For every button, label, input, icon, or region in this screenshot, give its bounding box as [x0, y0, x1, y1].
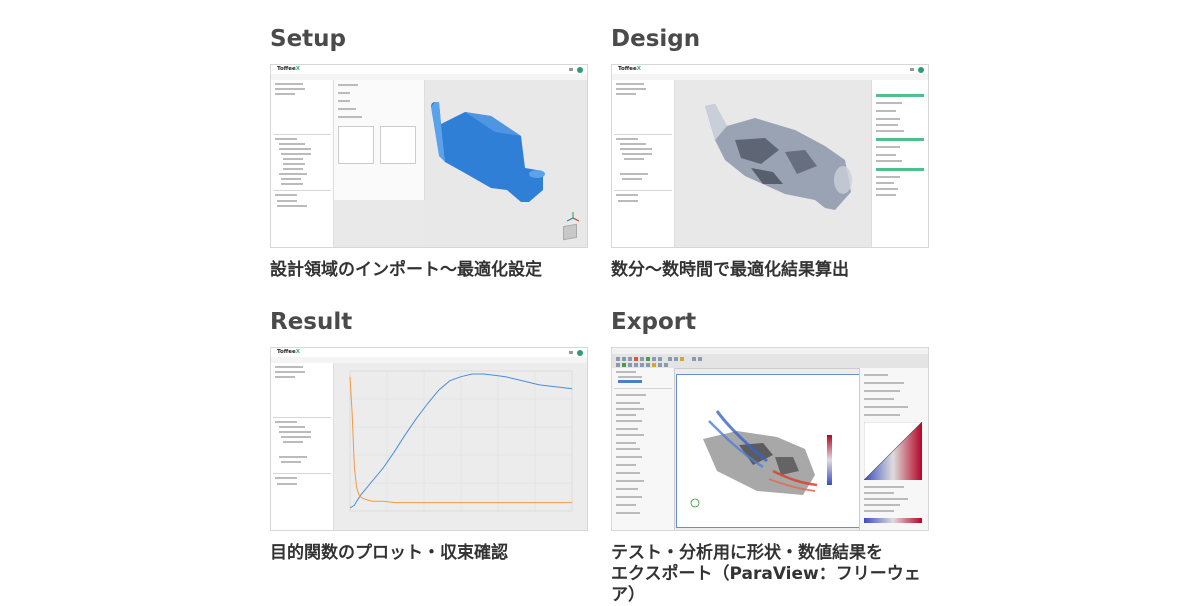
series-line-2	[349, 376, 572, 504]
avatar[interactable]	[918, 66, 924, 73]
render-view[interactable]	[676, 374, 860, 528]
toolbar-icon[interactable]	[569, 351, 573, 354]
screenshot-result[interactable]: ToffeeX	[270, 347, 588, 531]
tab-bar[interactable]	[271, 74, 587, 80]
toolbar-icon[interactable]	[569, 68, 573, 71]
tab-bar[interactable]	[612, 74, 928, 80]
caption-export-line1: テスト・分析用に形状・数値結果を	[611, 543, 883, 563]
view-cube[interactable]	[563, 223, 577, 241]
sidebar-tree[interactable]	[612, 80, 675, 247]
panel-title-setup: Setup	[270, 26, 346, 52]
panel-setup: Setup ToffeeX	[270, 26, 588, 281]
panel-design: Design ToffeeX	[611, 26, 929, 281]
panel-title-design: Design	[611, 26, 701, 52]
caption-setup: 設計領域のインポート〜最適化設定	[270, 260, 542, 280]
color-legend	[827, 435, 832, 485]
paraview-toolbar[interactable]	[612, 354, 928, 369]
caption-export-line2: エクスポート（ParaView：フリーウェア）	[611, 564, 921, 605]
caption-export: テスト・分析用に形状・数値結果を エクスポート（ParaView：フリーウェア）	[611, 543, 929, 606]
avatar[interactable]	[577, 66, 583, 73]
panel-title-export: Export	[611, 309, 697, 335]
panel-result: Result ToffeeX	[270, 309, 588, 564]
model-grey-3d	[705, 104, 852, 210]
toolbar-icon[interactable]	[910, 68, 914, 71]
avatar[interactable]	[577, 349, 583, 356]
color-map-editor[interactable]	[859, 368, 928, 530]
flow-visualization	[690, 410, 832, 508]
sidebar-tree[interactable]	[271, 80, 334, 247]
screenshot-setup[interactable]: ToffeeX	[270, 64, 588, 248]
panel-title-result: Result	[270, 309, 353, 335]
app-logo: ToffeeX	[277, 349, 300, 355]
app-logo: ToffeeX	[277, 66, 300, 72]
app-logo: ToffeeX	[618, 66, 641, 72]
design-settings-panel[interactable]	[871, 80, 928, 247]
model-viewport[interactable]	[675, 80, 872, 247]
transfer-function-plot	[864, 422, 922, 480]
series-line-1	[349, 373, 573, 509]
screenshot-export[interactable]	[611, 347, 929, 531]
tab-bar[interactable]	[271, 357, 587, 363]
model-viewport[interactable]	[425, 80, 587, 247]
settings-form[interactable]	[334, 80, 425, 200]
pipeline-and-properties[interactable]	[612, 368, 675, 530]
sidebar-tree[interactable]	[271, 363, 334, 530]
caption-result: 目的関数のプロット・収束確認	[270, 543, 508, 563]
panel-export: Export	[611, 309, 929, 606]
axes-gizmo[interactable]	[566, 209, 580, 222]
model-blue-3d	[431, 102, 545, 202]
orientation-axes	[690, 498, 700, 508]
objective-plot	[349, 370, 573, 512]
screenshot-design[interactable]: ToffeeX	[611, 64, 929, 248]
caption-design: 数分〜数時間で最適化結果算出	[611, 260, 849, 280]
plot-area[interactable]	[334, 363, 587, 530]
